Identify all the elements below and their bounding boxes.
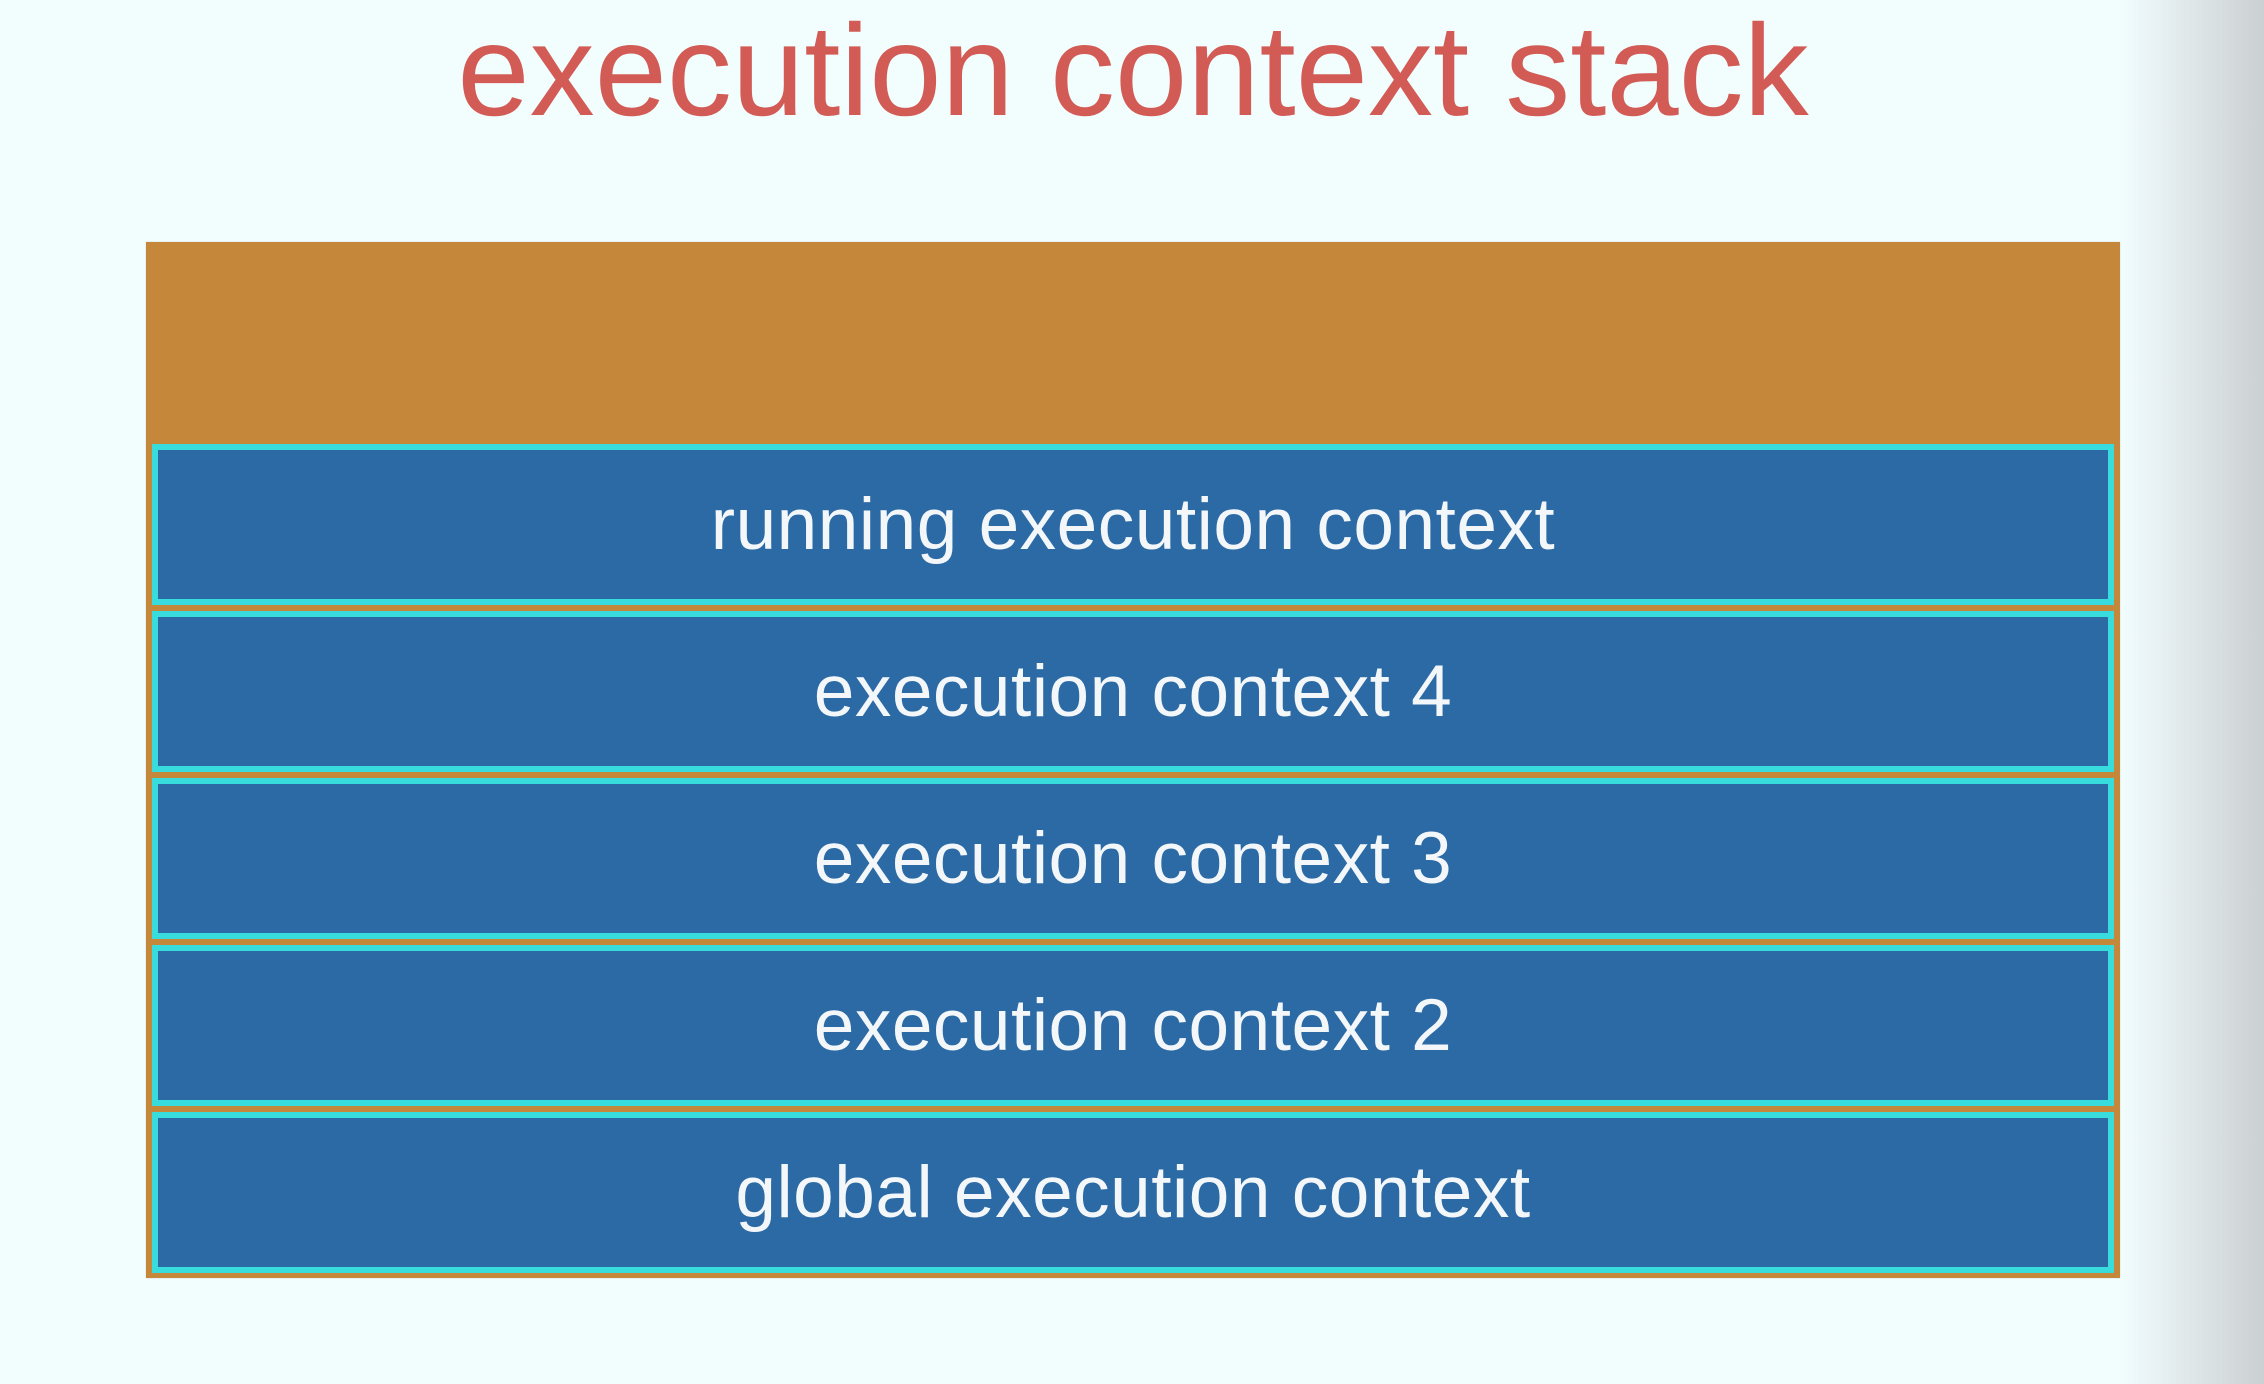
stack-bar: execution context 3 [152, 778, 2114, 939]
stack-bar: global execution context [152, 1112, 2114, 1273]
stack-bar-label: execution context 2 [813, 985, 1453, 1066]
stack-bar: execution context 4 [152, 611, 2114, 772]
stack-bar-label: global execution context [735, 1152, 1531, 1233]
stack-bar-label: execution context 4 [813, 651, 1453, 732]
stack-bar-label: execution context 3 [813, 818, 1453, 899]
page-edge-gradient [2120, 0, 2264, 1384]
execution-context-stack: running execution context execution conte… [146, 242, 2120, 1278]
slide-title: execution context stack [457, 0, 1809, 143]
stack-bar-label: running execution context [710, 484, 1556, 565]
stack-bar: running execution context [152, 444, 2114, 605]
stack-top-spacer [152, 242, 2114, 438]
stack-bar: execution context 2 [152, 945, 2114, 1106]
